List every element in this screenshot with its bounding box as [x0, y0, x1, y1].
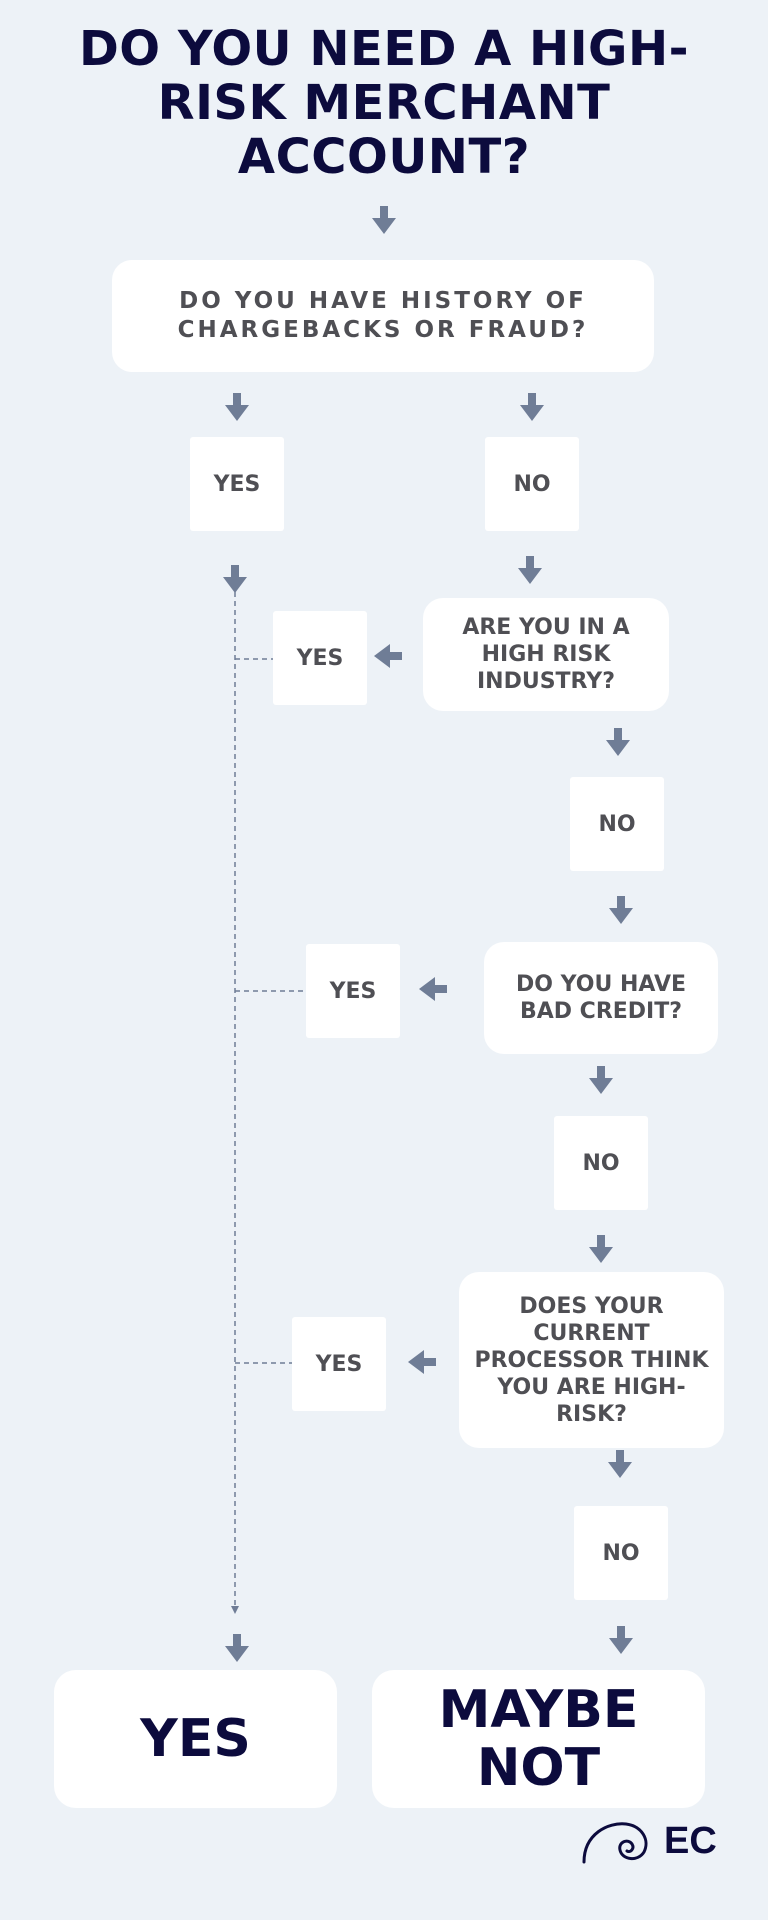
arrow-down-q1-no	[520, 393, 544, 421]
arrow-down-no-q2	[518, 556, 542, 584]
arrow-down-no-q4	[589, 1235, 613, 1263]
question-industry-label: ARE YOU IN A HIGH RISK INDUSTRY?	[462, 615, 630, 694]
answer-yes-q1: YES	[190, 437, 284, 531]
arrow-down-yes-collector	[223, 565, 247, 593]
question-chargebacks-box: DO YOU HAVE HISTORY OF CHARGEBACKS OR FR…	[112, 260, 654, 372]
arrow-down-q1-yes	[225, 393, 249, 421]
answer-label: YES	[296, 645, 344, 671]
answer-no-q2: NO	[570, 777, 664, 871]
answer-label: YES	[315, 1351, 363, 1377]
page-title: DO YOU NEED A HIGH-RISK MERCHANT ACCOUNT…	[78, 21, 690, 185]
answer-label: NO	[598, 811, 636, 837]
arrow-left-q2-yes	[374, 644, 402, 668]
answer-label: NO	[513, 471, 551, 497]
answer-no-q3: NO	[554, 1116, 648, 1210]
dashed-arrowhead	[231, 1606, 239, 1614]
answer-label: YES	[213, 471, 261, 497]
spiral-icon	[582, 1822, 648, 1864]
question-credit-box: DO YOU HAVE BAD CREDIT?	[484, 942, 718, 1054]
answer-label: NO	[582, 1150, 620, 1176]
answer-yes-q4: YES	[292, 1317, 386, 1411]
arrow-down-q4-no	[608, 1450, 632, 1478]
arrow-left-q4-yes	[408, 1350, 436, 1374]
question-processor-box: DOES YOUR CURRENT PROCESSOR THINK YOU AR…	[459, 1272, 724, 1448]
answer-label: NO	[602, 1540, 640, 1566]
answer-no-q4: NO	[574, 1506, 668, 1600]
arrow-down-no-q3	[609, 896, 633, 924]
answer-no-q1: NO	[485, 437, 579, 531]
answer-yes-q2: YES	[273, 611, 367, 705]
arrow-down-title	[372, 206, 396, 234]
logo-text: EC	[664, 1819, 717, 1862]
question-industry-box: ARE YOU IN A HIGH RISK INDUSTRY?	[423, 598, 669, 711]
result-yes-label: YES	[140, 1709, 251, 1769]
result-maybe-not-label: MAYBE NOT	[438, 1680, 639, 1798]
arrow-down-final-yes	[225, 1634, 249, 1662]
question-credit-label: DO YOU HAVE BAD CREDIT?	[516, 972, 686, 1024]
arrow-left-q3-yes	[419, 977, 447, 1001]
answer-label: YES	[329, 978, 377, 1004]
brand-logo: EC	[580, 1818, 717, 1864]
question-processor-label: DOES YOUR CURRENT PROCESSOR THINK YOU AR…	[474, 1293, 709, 1427]
result-yes-box: YES	[54, 1670, 337, 1808]
question-chargebacks-label: DO YOU HAVE HISTORY OF CHARGEBACKS OR FR…	[177, 288, 589, 343]
arrow-down-q2-no	[606, 728, 630, 756]
arrow-down-final-maybe	[609, 1626, 633, 1654]
answer-yes-q3: YES	[306, 944, 400, 1038]
result-maybe-not-box: MAYBE NOT	[372, 1670, 705, 1808]
arrow-down-q3-no	[589, 1066, 613, 1094]
